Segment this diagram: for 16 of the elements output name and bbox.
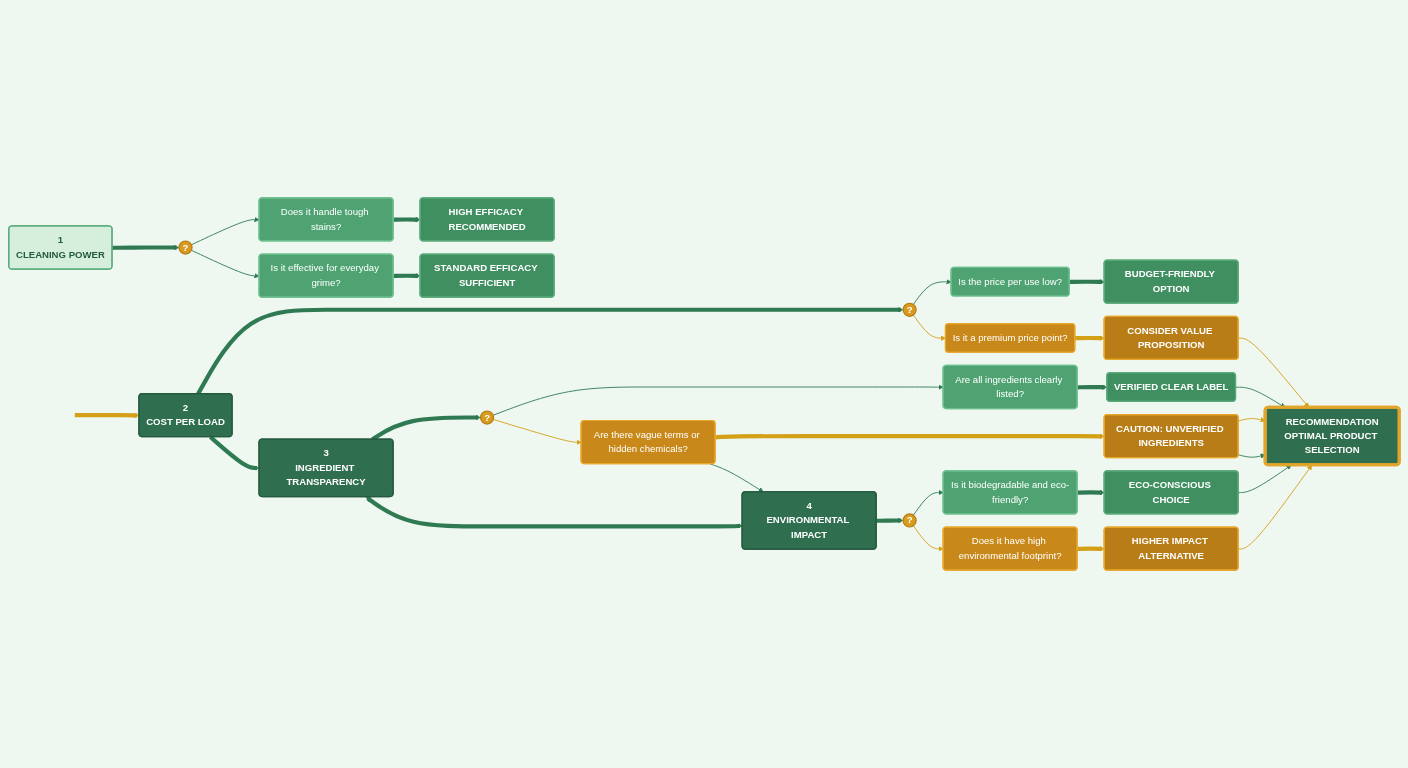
arrow	[365, 496, 743, 529]
arrow	[715, 433, 1105, 440]
arrow	[112, 244, 180, 251]
arrow	[876, 517, 904, 524]
arrow	[1069, 279, 1105, 285]
arrow	[1077, 489, 1105, 496]
arrow	[209, 435, 260, 471]
arrow	[1077, 546, 1105, 552]
arrow	[1075, 335, 1105, 341]
arrow	[196, 307, 904, 395]
node-circle: ?	[902, 302, 917, 317]
node-circle: ?	[902, 513, 917, 528]
node-circle: ?	[479, 410, 495, 425]
arrow	[393, 216, 421, 223]
node-circle: ?	[178, 240, 193, 255]
arrow	[393, 273, 421, 279]
